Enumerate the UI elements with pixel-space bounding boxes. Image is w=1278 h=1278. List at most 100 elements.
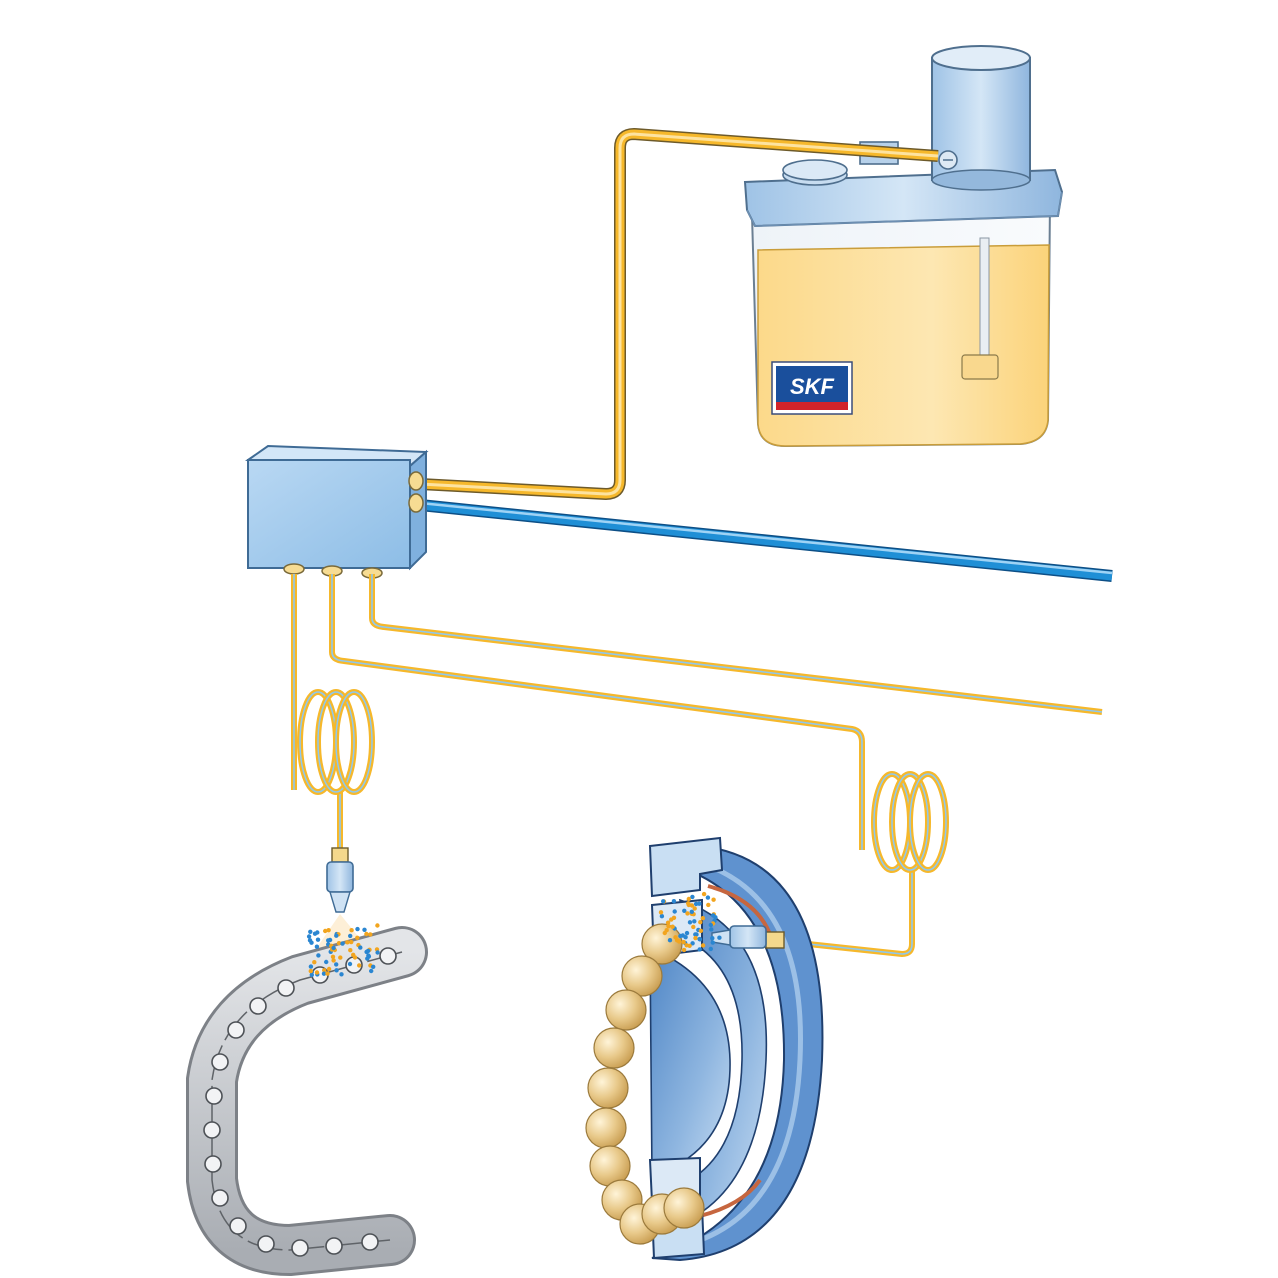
air-droplet	[690, 894, 695, 900]
bearing-ball	[605, 989, 647, 1031]
oil-droplet	[336, 941, 342, 946]
oil-droplet	[326, 928, 331, 933]
air-droplet	[687, 920, 693, 925]
oil-droplet	[368, 932, 373, 937]
oil-droplet	[692, 906, 697, 911]
air-droplet	[711, 913, 716, 918]
oil-level	[757, 244, 1050, 447]
chain-pin	[277, 979, 295, 997]
air-droplet	[334, 962, 339, 967]
air-droplet	[331, 945, 336, 951]
oil-droplet	[322, 968, 327, 973]
oil-droplet	[689, 903, 695, 908]
oil-droplet	[681, 939, 686, 945]
oil-droplet	[357, 963, 362, 968]
oil-droplet	[352, 955, 358, 960]
cylinder-pump-icon	[931, 45, 1031, 191]
oil-droplet	[323, 928, 328, 934]
skf-logo: SKF	[771, 361, 853, 415]
oil-droplet	[711, 897, 716, 902]
air-droplet	[347, 961, 353, 967]
bearing-balls	[585, 923, 705, 1245]
air-droplet	[309, 940, 314, 945]
ball-bearing-icon	[648, 836, 824, 1262]
air-droplet	[708, 946, 713, 952]
air-droplet	[324, 959, 329, 965]
chain-pin	[325, 1237, 343, 1255]
bearing-ball	[585, 1107, 627, 1149]
air-droplet	[710, 936, 715, 941]
air-droplet	[369, 968, 374, 974]
oil-droplet	[691, 924, 696, 930]
chain-pin	[203, 1121, 221, 1139]
air-droplet	[694, 932, 699, 937]
chain-pin	[361, 1233, 379, 1251]
tube-coil-icon	[871, 771, 949, 873]
oil-droplet	[706, 902, 711, 908]
oil-droplet	[687, 943, 692, 948]
oil-droplet	[375, 923, 380, 928]
oil-droplet	[686, 901, 691, 906]
air-droplet	[315, 937, 321, 942]
air-droplet	[697, 947, 702, 952]
air-droplet	[326, 938, 331, 943]
bearing-spray-dots	[658, 891, 722, 953]
air-droplet	[321, 971, 327, 976]
air-droplet	[705, 895, 711, 900]
air-droplet	[355, 926, 360, 932]
air-droplet	[308, 929, 313, 934]
oil-droplet	[364, 931, 369, 937]
chain-pin	[204, 1155, 222, 1173]
oil-droplet	[686, 896, 691, 902]
chain-pin	[229, 1217, 247, 1235]
chain-pin	[249, 997, 267, 1015]
oil-droplet	[701, 891, 707, 897]
air-droplet	[375, 950, 380, 955]
air-droplet	[689, 909, 694, 914]
lubrication-reservoir-unit: SKF	[743, 45, 1064, 448]
oil-droplet	[700, 943, 706, 948]
oil-droplet	[681, 947, 687, 953]
air-droplet	[697, 901, 702, 906]
oil-droplet	[338, 955, 343, 960]
air-droplet	[682, 908, 687, 913]
oil-droplet	[355, 935, 360, 940]
oil-droplet	[325, 971, 330, 976]
air-droplet	[697, 936, 702, 942]
air-droplet	[365, 956, 370, 961]
air-droplet	[690, 941, 695, 946]
chain-pin	[227, 1021, 245, 1039]
bearing-ball	[593, 1027, 635, 1069]
air-oil-outlet-lines	[291, 574, 1103, 957]
bearing-ball	[621, 955, 663, 997]
bearing-ball	[587, 1067, 629, 1109]
air-droplet	[316, 953, 321, 958]
oil-droplet	[664, 928, 669, 933]
oil-droplet	[314, 970, 320, 975]
air-droplet	[334, 933, 339, 938]
air-droplet	[661, 899, 666, 904]
oil-droplet	[330, 954, 336, 959]
air-droplet	[371, 964, 376, 969]
oil-droplet	[700, 916, 705, 921]
air-droplet	[671, 899, 677, 904]
air-droplet	[692, 919, 697, 924]
oil-droplet	[693, 935, 698, 941]
air-droplet	[348, 933, 353, 939]
oil-droplet	[658, 910, 664, 915]
spray-nozzle-icon	[326, 847, 354, 913]
air-droplet	[710, 940, 715, 945]
oil-droplet	[685, 911, 690, 916]
air-droplet	[672, 909, 677, 914]
oil-droplet	[671, 915, 677, 920]
chain-pin	[211, 1189, 229, 1207]
oil-droplet	[666, 924, 671, 929]
air-droplet	[667, 938, 673, 943]
chain-spray-dots	[306, 923, 380, 978]
air-droplet	[708, 922, 713, 928]
oil-droplet	[349, 939, 354, 945]
oil-droplet	[312, 960, 317, 965]
air-droplet	[314, 944, 320, 949]
chain-pin	[291, 1239, 309, 1257]
